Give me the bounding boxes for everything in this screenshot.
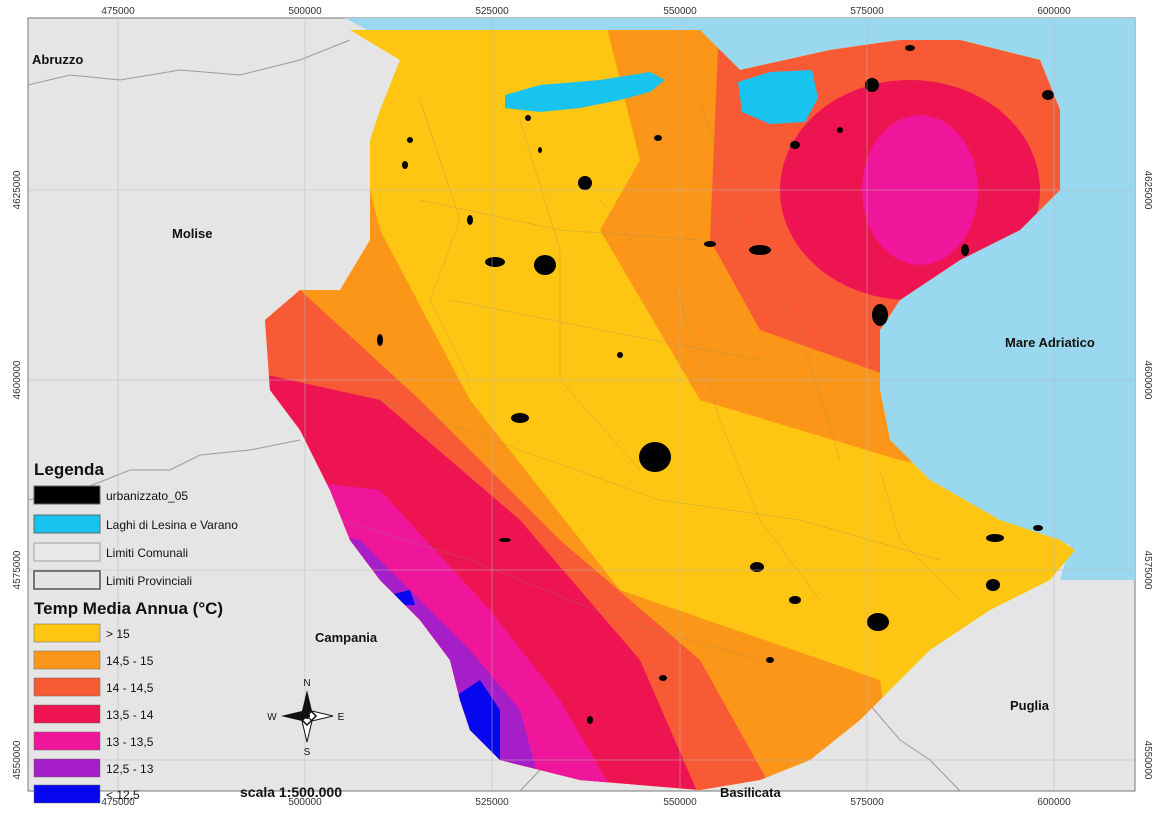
x-tick-top: 550000 <box>663 6 697 17</box>
compass-rose-icon: N S E W <box>267 678 344 758</box>
x-tick-labels-top: 475000 500000 525000 550000 575000 60000… <box>101 6 1071 17</box>
region-label-molise: Molise <box>172 226 212 241</box>
x-tick-top: 600000 <box>1037 6 1071 17</box>
temp-class-label: > 15 <box>106 627 130 641</box>
legend-label: Limiti Provinciali <box>106 574 192 588</box>
y-tick-right: 4575000 <box>1142 551 1153 590</box>
legend-title: Legenda <box>34 460 104 479</box>
lake-lesina <box>505 72 665 112</box>
legend-label: Laghi di Lesina e Varano <box>106 518 238 532</box>
temp-swatch <box>33 677 101 697</box>
temp-swatch <box>33 758 101 778</box>
temp-class-label: 13,5 - 14 <box>106 708 154 722</box>
x-tick-labels-bottom: 475000 500000 525000 550000 575000 60000… <box>101 797 1071 808</box>
y-tick-left: 4550000 <box>12 740 23 779</box>
region-label-sea: Mare Adriatico <box>1005 335 1095 350</box>
temperature-classes: > 15 14,5 - 15 14 - 14,5 13,5 - 14 13 - … <box>33 623 154 804</box>
legend: Legenda urbanizzato_05 Laghi di Lesina e… <box>33 460 238 804</box>
legend-label: urbanizzato_05 <box>106 489 188 503</box>
compass-south-label: S <box>304 747 311 758</box>
x-tick-top: 525000 <box>475 6 509 17</box>
y-tick-right: 4600000 <box>1142 361 1153 400</box>
adriatic-sea <box>345 18 1135 580</box>
legend-layers: urbanizzato_05 Laghi di Lesina e Varano … <box>33 485 238 590</box>
region-label-campania: Campania <box>315 630 378 645</box>
x-tick-top: 575000 <box>850 6 884 17</box>
region-label-basilicata: Basilicata <box>720 785 781 800</box>
graticule <box>28 18 1135 791</box>
y-tick-left: 4575000 <box>12 550 23 589</box>
urban-areas <box>377 45 1054 724</box>
legend-label: Limiti Comunali <box>106 546 188 560</box>
region-label-puglia: Puglia <box>1010 698 1050 713</box>
temp-class-label: 14 - 14,5 <box>106 681 154 695</box>
x-tick-bottom: 525000 <box>475 797 509 808</box>
temp-swatch <box>33 784 101 804</box>
temp-swatch <box>33 650 101 670</box>
temp-class-label: 12,5 - 13 <box>106 762 154 776</box>
region-label-abruzzo: Abruzzo <box>32 52 83 67</box>
x-tick-bottom: 475000 <box>101 797 135 808</box>
y-tick-right: 4550000 <box>1142 741 1153 780</box>
y-tick-right: 4625000 <box>1142 171 1153 210</box>
temp-swatch <box>33 704 101 724</box>
temp-class-label: 13 - 13,5 <box>106 735 154 749</box>
temp-class-label: 14,5 - 15 <box>106 654 154 668</box>
legend-swatch-municipal <box>33 542 101 562</box>
compass-west-label: W <box>267 712 277 723</box>
y-tick-labels-left: 4625000 4600000 4575000 4550000 <box>12 170 23 779</box>
y-tick-labels-right: 4625000 4600000 4575000 4550000 <box>1142 171 1153 780</box>
lake-varano <box>738 70 818 124</box>
temp-class-label: < 12,5 <box>106 788 140 802</box>
temp-swatch <box>33 731 101 751</box>
x-tick-bottom: 575000 <box>850 797 884 808</box>
x-tick-bottom: 600000 <box>1037 797 1071 808</box>
y-tick-left: 4600000 <box>12 360 23 399</box>
temperature-legend-title: Temp Media Annua (°C) <box>34 599 223 618</box>
legend-swatch-urban <box>33 485 101 505</box>
y-tick-left: 4625000 <box>12 170 23 209</box>
x-tick-bottom: 500000 <box>288 797 322 808</box>
x-tick-bottom: 550000 <box>663 797 697 808</box>
x-tick-top: 500000 <box>288 6 322 17</box>
x-tick-top: 475000 <box>101 6 135 17</box>
legend-swatch-provincial <box>33 570 101 590</box>
temp-swatch <box>33 623 101 643</box>
compass-north-label: N <box>303 678 310 689</box>
legend-swatch-lakes <box>33 514 101 534</box>
compass-east-label: E <box>338 712 345 723</box>
scale-label: scala 1:500.000 <box>240 784 342 800</box>
